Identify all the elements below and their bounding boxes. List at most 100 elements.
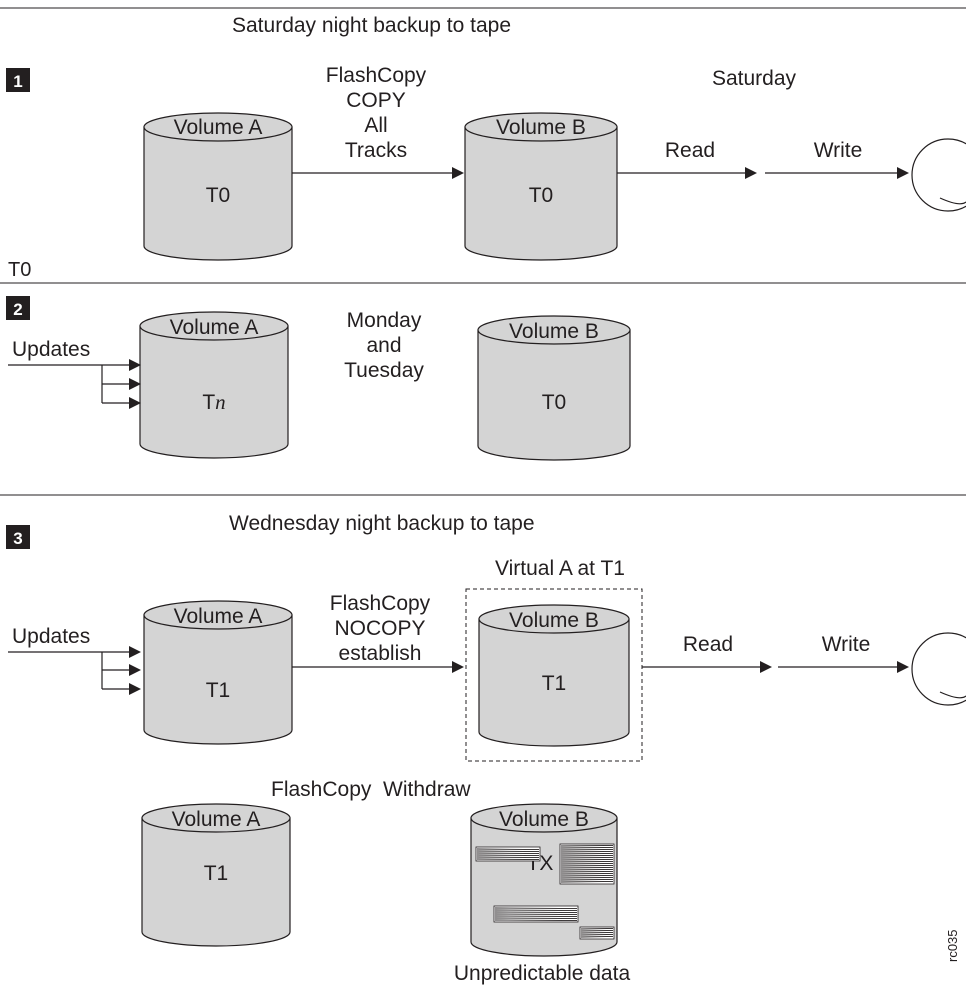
hatch-line (560, 868, 614, 871)
virtual-dashed-box (465, 588, 643, 762)
hatch-line (560, 864, 614, 867)
hatch-line (494, 907, 578, 910)
volume-b-time-3: T1 (542, 672, 567, 695)
hatch-line (494, 917, 578, 920)
read-arrowhead (745, 167, 757, 179)
section-3: 3 Wednesday night backup to tape Volume … (6, 512, 966, 985)
nocopy-label-line-1: FlashCopy (330, 592, 431, 615)
volume-b-cylinder-3: Volume B T1 (478, 604, 630, 747)
hatch-line (560, 848, 614, 851)
volume-b-label-3: Volume B (509, 609, 599, 632)
volume-a-label-4: Volume A (172, 808, 261, 831)
hatch-line (580, 929, 614, 932)
nocopy-arrowhead (452, 661, 464, 673)
hatch-line (560, 862, 614, 865)
read-label-3: Read (683, 633, 733, 656)
hatch-line (560, 878, 614, 881)
copy-label-line-2: COPY (346, 89, 406, 112)
day-label: Saturday (712, 67, 797, 90)
volume-a-time-4: T1 (204, 862, 229, 885)
hatch-line (476, 848, 540, 851)
copy-label-line-3: All (364, 114, 387, 137)
hatch-line (476, 852, 540, 855)
virtual-label: Virtual A at T1 (495, 557, 625, 580)
copy-label-line-1: FlashCopy (326, 64, 427, 87)
hatch-line (560, 844, 614, 847)
volume-a-label-3: Volume A (174, 605, 263, 628)
volume-b-label: Volume B (496, 116, 586, 139)
volume-b-label-2: Volume B (509, 320, 599, 343)
hatch-line (494, 909, 578, 912)
figure-id: rc035 (945, 929, 960, 962)
step-1-number: 1 (13, 72, 22, 91)
updates-label: Updates (12, 338, 90, 361)
hatch-line (494, 915, 578, 918)
volume-b-cylinder: Volume B T0 (464, 112, 618, 261)
hatch-line (494, 919, 578, 922)
divider-time-label: T0 (8, 259, 31, 281)
hatch-line (476, 850, 540, 853)
hatch-line (560, 874, 614, 877)
hatch-line (476, 854, 540, 857)
volume-a-cylinder-2: Volume A Tn (139, 311, 289, 459)
write-arrowhead (897, 167, 909, 179)
scrambled-data-hatches (475, 843, 615, 940)
step-2-number: 2 (13, 300, 22, 319)
tape-reel-icon (911, 138, 966, 212)
volume-b-time: T0 (529, 184, 554, 207)
days-label-line-1: Monday (347, 309, 422, 332)
updates-arrows-3: Updates (8, 625, 141, 695)
volume-a-cylinder: Volume A T0 (143, 112, 293, 261)
copy-arrowhead (452, 167, 464, 179)
hatch-line (560, 854, 614, 857)
volume-b-label-4: Volume B (499, 808, 589, 831)
write-arrowhead-3 (897, 661, 909, 673)
volume-a-label: Volume A (174, 116, 263, 139)
section-2: 2 Volume A Tn Updates Monday and Tuesday… (6, 296, 631, 461)
hatch-line (560, 872, 614, 875)
step-3-number: 3 (13, 529, 22, 548)
hatch-line (560, 880, 614, 883)
hatch-line (560, 870, 614, 873)
days-label-line-2: and (366, 334, 401, 357)
hatch-line (476, 856, 540, 859)
write-label: Write (814, 139, 863, 162)
hatch-line (560, 866, 614, 869)
volume-a-time: T0 (206, 184, 231, 207)
volume-a-cylinder-3: Volume A T1 (143, 600, 293, 745)
hatch-line (494, 913, 578, 916)
hatch-line (560, 876, 614, 879)
nocopy-label-line-2: NOCOPY (334, 617, 425, 640)
hatch-line (494, 911, 578, 914)
volume-b-cylinder-2: Volume B T0 (477, 315, 631, 461)
updates-arrows: Updates (8, 338, 141, 409)
tape-reel-icon-3 (911, 632, 966, 706)
nocopy-label-line-3: establish (339, 642, 422, 665)
hatch-line (560, 856, 614, 859)
step-3-badge (6, 525, 30, 549)
volume-a-label-2: Volume A (170, 316, 259, 339)
section-3-title: Wednesday night backup to tape (229, 512, 535, 535)
hatch-line (560, 846, 614, 849)
hatch-line (580, 935, 614, 938)
step-1-badge (6, 68, 30, 92)
days-label-line-3: Tuesday (344, 359, 424, 382)
hatch-line (560, 850, 614, 853)
volume-a-time-3: T1 (206, 679, 231, 702)
read-arrowhead-3 (760, 661, 772, 673)
unpredictable-label: Unpredictable data (454, 962, 631, 985)
updates-label-3: Updates (12, 625, 90, 648)
hatch-line (560, 860, 614, 863)
step-2-badge (6, 296, 30, 320)
hatch-line (560, 852, 614, 855)
volume-a-cylinder-4: Volume A T1 (141, 803, 291, 947)
hatch-line (476, 858, 540, 861)
withdraw-label: FlashCopy Withdraw (271, 778, 471, 801)
hatch-line (580, 927, 614, 930)
volume-b-time-2: T0 (542, 391, 567, 414)
section-1-title: Saturday night backup to tape (232, 14, 511, 37)
hatch-line (580, 931, 614, 934)
volume-b-cylinder-4: Volume B TX (470, 803, 618, 957)
copy-label-line-4: Tracks (345, 139, 407, 162)
